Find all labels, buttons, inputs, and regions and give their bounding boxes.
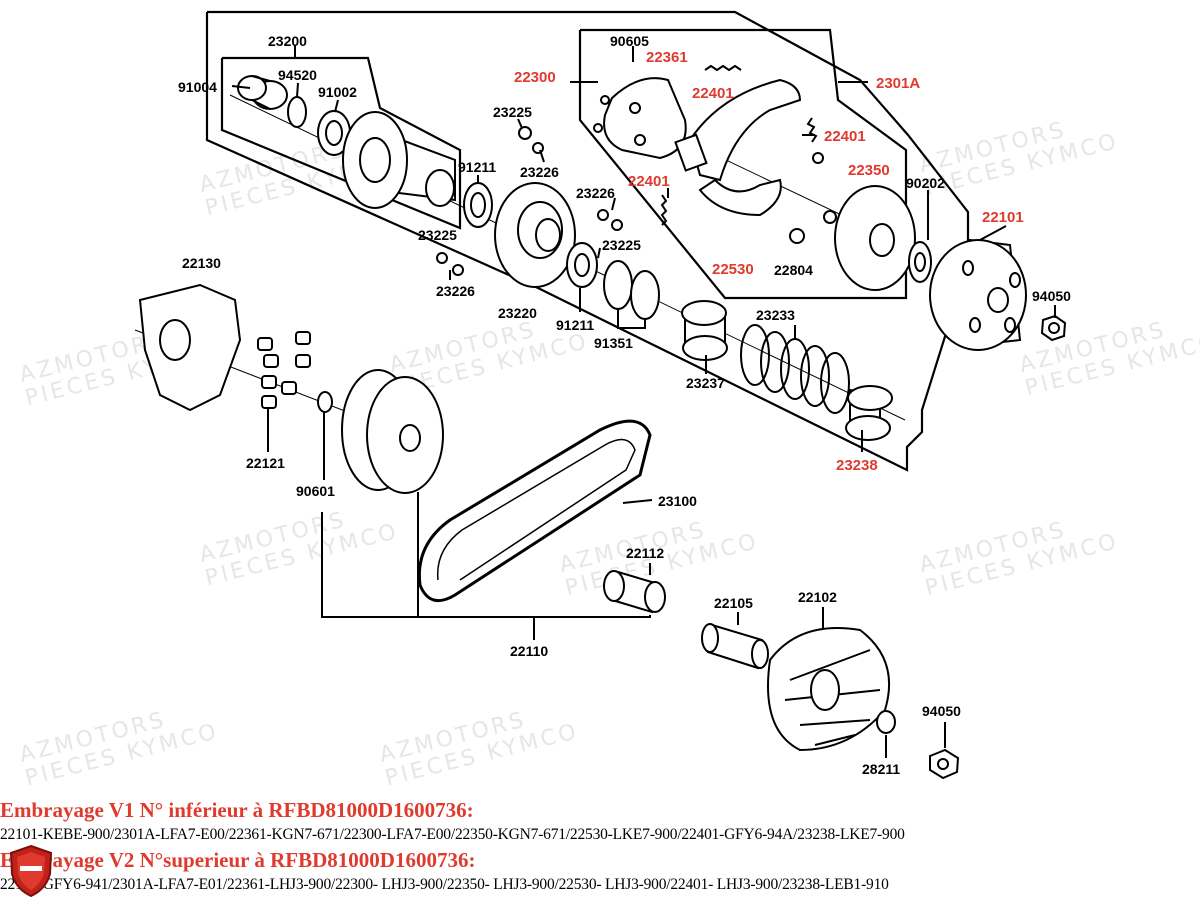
v1-references: 22101-KEBE-900/2301A-LFA7-E00/22361-KGN7… <box>0 826 905 843</box>
label-23225-b: 23225 <box>418 227 457 243</box>
pin-23226 <box>597 209 623 231</box>
spring-22401-a <box>806 117 818 143</box>
driven-face-pulley <box>342 111 456 209</box>
label-91004: 91004 <box>178 79 217 95</box>
nut-94050 <box>1040 314 1067 342</box>
seal-91211 <box>463 182 493 228</box>
spring-22401-b <box>660 194 668 226</box>
pin-23225-b <box>436 252 464 276</box>
pin <box>812 152 824 164</box>
seal-91211-b <box>566 242 598 288</box>
label-28211: 28211 <box>862 761 900 777</box>
label-22300: 22300 <box>514 69 556 86</box>
ramp-hub <box>159 319 191 361</box>
label-23225: 23225 <box>493 104 532 120</box>
label-90202: 90202 <box>906 175 945 191</box>
label-22804: 22804 <box>774 262 813 278</box>
v1-title: Embrayage V1 N° inférieur à RFBD81000D16… <box>0 798 474 822</box>
assembly-outline <box>205 10 970 472</box>
rollers-22121 <box>257 331 311 409</box>
movable-plate-23220 <box>494 182 576 288</box>
drive-belt-23100 <box>417 419 652 603</box>
label-22130: 22130 <box>182 255 221 271</box>
label-94520: 94520 <box>278 67 317 83</box>
washer-28211 <box>876 710 896 734</box>
collar-23238 <box>845 385 893 441</box>
bushing-22105 <box>701 623 769 670</box>
clutch-shoes-22530 <box>674 78 802 217</box>
label-23226: 23226 <box>520 164 559 180</box>
spring-22361 <box>704 64 742 72</box>
label-22112: 22112 <box>626 545 664 561</box>
label-23225-c: 23225 <box>602 237 641 253</box>
o-ring-91351-a <box>603 260 633 310</box>
label-91002: 91002 <box>318 84 357 100</box>
circlip-94520 <box>287 96 307 128</box>
label-22110: 22110 <box>510 643 548 659</box>
label-22401: 22401 <box>692 85 734 102</box>
nut-94050-b <box>929 748 960 780</box>
label-94050: 94050 <box>1032 288 1071 304</box>
v2-title: Embrayage V2 N°superieur à RFBD81000D160… <box>0 848 476 872</box>
label-22361: 22361 <box>646 49 688 66</box>
label-2301A: 2301A <box>876 75 920 92</box>
label-23220: 23220 <box>498 305 537 321</box>
label-23226-b: 23226 <box>436 283 475 299</box>
label-23226-c: 23226 <box>576 185 615 201</box>
label-23100: 23100 <box>658 493 697 509</box>
collar-91004 <box>237 75 288 110</box>
label-22401-b: 22401 <box>824 128 866 145</box>
movable-drive-face <box>341 369 444 494</box>
label-23238: 23238 <box>836 457 878 474</box>
fan-drive-face-22102 <box>767 627 891 752</box>
washer <box>600 95 610 105</box>
circlip-90601 <box>317 391 333 413</box>
label-91211-b: 91211 <box>556 317 594 333</box>
label-90605: 90605 <box>610 33 649 49</box>
bolt-hole <box>634 134 646 146</box>
pin-22804 <box>789 228 805 244</box>
label-22350: 22350 <box>848 162 890 179</box>
label-22121: 22121 <box>246 455 285 471</box>
label-22101: 22101 <box>982 209 1024 226</box>
pin-23225 <box>518 126 544 154</box>
washer-90202 <box>908 241 932 283</box>
guide-23237 <box>681 300 728 361</box>
ramp-plate-22130 <box>138 283 242 412</box>
label-23200: 23200 <box>268 33 307 49</box>
v2-references: 22101-GFY6-941/2301A-LFA7-E01/22361-LHJ3… <box>0 876 889 893</box>
collar-22112 <box>603 570 666 614</box>
label-22102: 22102 <box>798 589 837 605</box>
bolt-hole <box>629 102 641 114</box>
label-91211: 91211 <box>458 159 496 175</box>
label-22105: 22105 <box>714 595 753 611</box>
label-22530: 22530 <box>712 261 754 278</box>
label-23233: 23233 <box>756 307 795 323</box>
pin <box>823 210 837 224</box>
exploded-clutch-diagram: 23200 91004 94520 91002 23225 23226 9121… <box>134 10 1071 780</box>
label-90601: 90601 <box>296 483 335 499</box>
clutch-plate-22300 <box>603 77 687 160</box>
drive-plate-22350 <box>834 185 916 291</box>
o-ring-91351-b <box>630 270 660 320</box>
label-94050-b: 94050 <box>922 703 961 719</box>
clutch-bell-22101 <box>929 238 1027 351</box>
shield-logo-icon <box>9 844 53 898</box>
label-23237: 23237 <box>686 375 725 391</box>
label-22401-c: 22401 <box>628 173 670 190</box>
subassembly-23200-box <box>220 56 462 230</box>
label-91351: 91351 <box>594 335 633 351</box>
washer <box>593 123 603 133</box>
